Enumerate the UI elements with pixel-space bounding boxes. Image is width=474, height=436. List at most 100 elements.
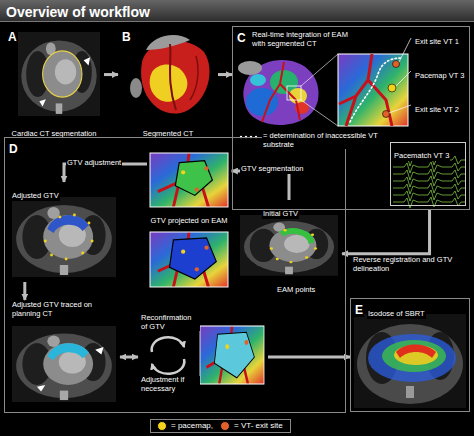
- eam-map: [150, 153, 228, 207]
- text-slot: GTV segmentation: [240, 157, 330, 175]
- text-slot: Adjusted GTV: [11, 184, 101, 202]
- ct-slice: [18, 32, 100, 116]
- legend-swatch: [220, 421, 230, 431]
- eam-image-box: GTV projected on EAM: [147, 150, 232, 290]
- ct-slice: [81, 252, 84, 255]
- eam-map: [244, 340, 248, 345]
- segmented-heart: [130, 35, 210, 114]
- legend-text: = pacemap,: [170, 421, 214, 430]
- ct-slice: [276, 258, 279, 260]
- eam-heart: [246, 88, 278, 116]
- text-slot: Reconfirmation of GTV: [140, 314, 200, 333]
- panel-letter: A: [7, 31, 18, 44]
- ct-slice: [240, 215, 338, 276]
- ct-slice: [58, 216, 61, 219]
- segmented-heart: [190, 56, 198, 100]
- text-slot: B: [121, 27, 135, 45]
- image-label: EAM points: [276, 286, 316, 295]
- ct-image-box: Adjusted GTV: [8, 182, 120, 282]
- ct-slice: [37, 347, 104, 392]
- panel-caption: Real-time integration of EAM with segmen…: [251, 31, 355, 48]
- step-label: Adjustment if necessary: [140, 376, 200, 393]
- zoom-map: [338, 38, 411, 126]
- step-label: Reconfirmation of GTV: [140, 314, 200, 331]
- image-label: Adjusted GTV: [11, 192, 60, 201]
- ct-slice: [44, 240, 47, 243]
- eam-map: [195, 267, 199, 271]
- title-bar: Overview of workflow: [0, 0, 474, 22]
- sbrt-isodose: [394, 345, 438, 365]
- ct-slice: [270, 229, 317, 263]
- eam-map: [175, 161, 212, 196]
- eam-map: [200, 326, 264, 384]
- text-slot: Adjusted GTV traced on planning CT: [11, 301, 117, 320]
- sbrt-isodose: [406, 386, 414, 398]
- eam-map: [170, 238, 217, 279]
- sbrt-isodose: [357, 324, 463, 404]
- panel-letter: B: [121, 31, 132, 44]
- eam-map: [195, 188, 199, 192]
- ct-slice: [12, 197, 116, 277]
- ct-slice: [73, 214, 76, 217]
- flow-arrow: [23, 282, 26, 300]
- workflow-panel: ACardiac CT segmentation: [4, 26, 104, 142]
- callout-label: = determination of inaccessible VT subst…: [262, 132, 386, 149]
- legend-swatch: [157, 421, 167, 431]
- zoom-map: [393, 61, 400, 68]
- text-slot: = determination of inaccessible VT subst…: [262, 132, 386, 151]
- text-slot: A: [7, 27, 21, 45]
- ct-slice: [240, 215, 338, 276]
- eam-heart: [238, 61, 262, 75]
- callout-label: Exit site VT 2: [414, 106, 460, 115]
- panel-letter: E: [354, 304, 364, 317]
- flow-arrow: [268, 356, 350, 359]
- eam-map: [150, 232, 228, 287]
- text-slot: Isodose of SBRT: [367, 302, 467, 320]
- ct-slice: [284, 229, 287, 231]
- eam-map: [181, 249, 185, 253]
- ct-slice: [289, 261, 292, 263]
- ct-slice: [18, 32, 100, 116]
- flow-arrow: [104, 73, 118, 76]
- legend-entry: = pacemap,: [157, 421, 214, 431]
- eam-map: [225, 344, 229, 349]
- ct-image-box: Initial GTVEAM points: [236, 200, 342, 298]
- ct-slice: [91, 240, 94, 243]
- flow-arrow: [218, 73, 232, 76]
- arrow-label: GTV adjustment: [66, 159, 122, 168]
- eam-map: [150, 153, 228, 207]
- ct-slice: [305, 256, 308, 258]
- ct-image-box: Adjusted GTV traced on planning CT: [8, 300, 120, 406]
- ct-slice: [12, 326, 116, 402]
- zoom-map: [388, 84, 396, 92]
- workflow-panel: CReal-time integration of EAM with segme…: [232, 26, 470, 210]
- eam-map: [181, 170, 185, 174]
- segmented-heart: [141, 41, 209, 114]
- cycle-arrows: [152, 359, 184, 374]
- eam-heart: [301, 54, 338, 126]
- ct-slice: [12, 197, 116, 277]
- eam-map: [150, 153, 228, 287]
- ct-slice: [88, 222, 91, 225]
- diagram-title: Overview of workflow: [6, 5, 150, 20]
- workflow-panel: EIsodose of SBRT: [350, 298, 470, 412]
- image-label: Adjusted GTV traced on planning CT: [11, 301, 117, 318]
- panel-letter: D: [8, 143, 19, 156]
- text-slot: Exit site VT 2: [414, 98, 470, 116]
- arrow-label: Reverse registration and GTV delineation: [352, 256, 466, 273]
- eam-map: [204, 166, 208, 170]
- ct-slice: [270, 247, 273, 249]
- text-slot: GTV projected on EAM: [147, 209, 231, 227]
- text-slot: D: [8, 139, 22, 157]
- eam-image-box: Reconfirmation of GTV Adjustment if neces…: [138, 312, 268, 402]
- ct-slice: [12, 326, 116, 402]
- text-slot: Pacematch VT 3: [393, 144, 465, 162]
- ct-slice: [43, 51, 82, 97]
- ct-slice: [12, 197, 116, 277]
- text-slot: E: [354, 300, 368, 318]
- flow-arrow: [342, 210, 430, 254]
- eam-map: [150, 232, 228, 287]
